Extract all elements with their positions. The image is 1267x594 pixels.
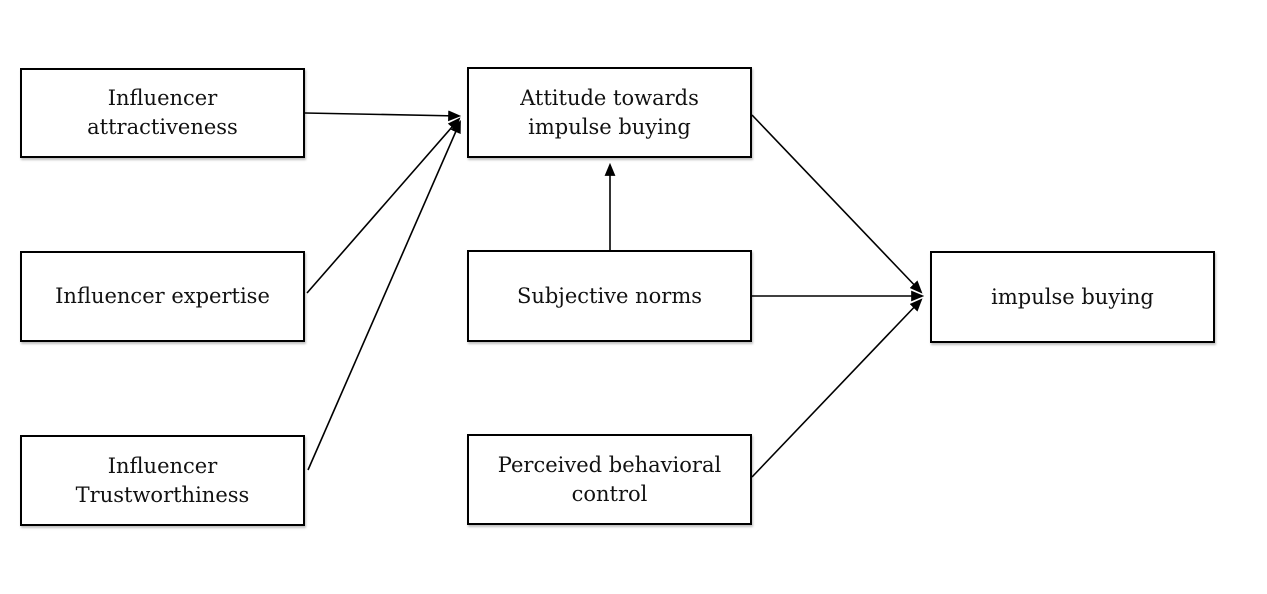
node-impulse-buying: impulse buying [930, 251, 1215, 343]
node-influencer-trustworthiness: Influencer Trustworthiness [20, 435, 305, 526]
edge-expertise-to-attitude-arrow [306, 117, 461, 294]
edge-attitude-to-impulse-buying-arrow [751, 114, 923, 294]
edge-attractiveness-to-attitude-arrow [304, 110, 462, 122]
node-influencer-expertise-label: Influencer expertise [55, 284, 270, 308]
node-impulse-buying-label: impulse buying [991, 284, 1154, 309]
node-perceived-behavioral-control: Perceived behavioral control [467, 434, 752, 525]
node-pbc-label: Perceived behavioral control [497, 452, 722, 506]
edge-pbc-to-impulse-buying-arrow [751, 298, 923, 478]
node-attitude-towards-impulse-buying: Attitude towards impulse buying [467, 67, 752, 158]
node-influencer-attractiveness: Influencer attractiveness [20, 68, 305, 158]
node-subjective-norms-label: Subjective norms [516, 283, 703, 308]
node-influencer-trustworthiness-label: Influencer Trustworthiness [75, 453, 250, 507]
node-subjective-norms: Subjective norms [467, 250, 752, 342]
node-influencer-expertise: Influencer expertise [20, 251, 305, 342]
edge-trustworthiness-to-attitude-arrow [307, 120, 461, 471]
node-attitude-label: Attitude towards impulse buying [520, 85, 699, 139]
node-influencer-attractiveness-label: Influencer attractiveness [87, 86, 238, 139]
